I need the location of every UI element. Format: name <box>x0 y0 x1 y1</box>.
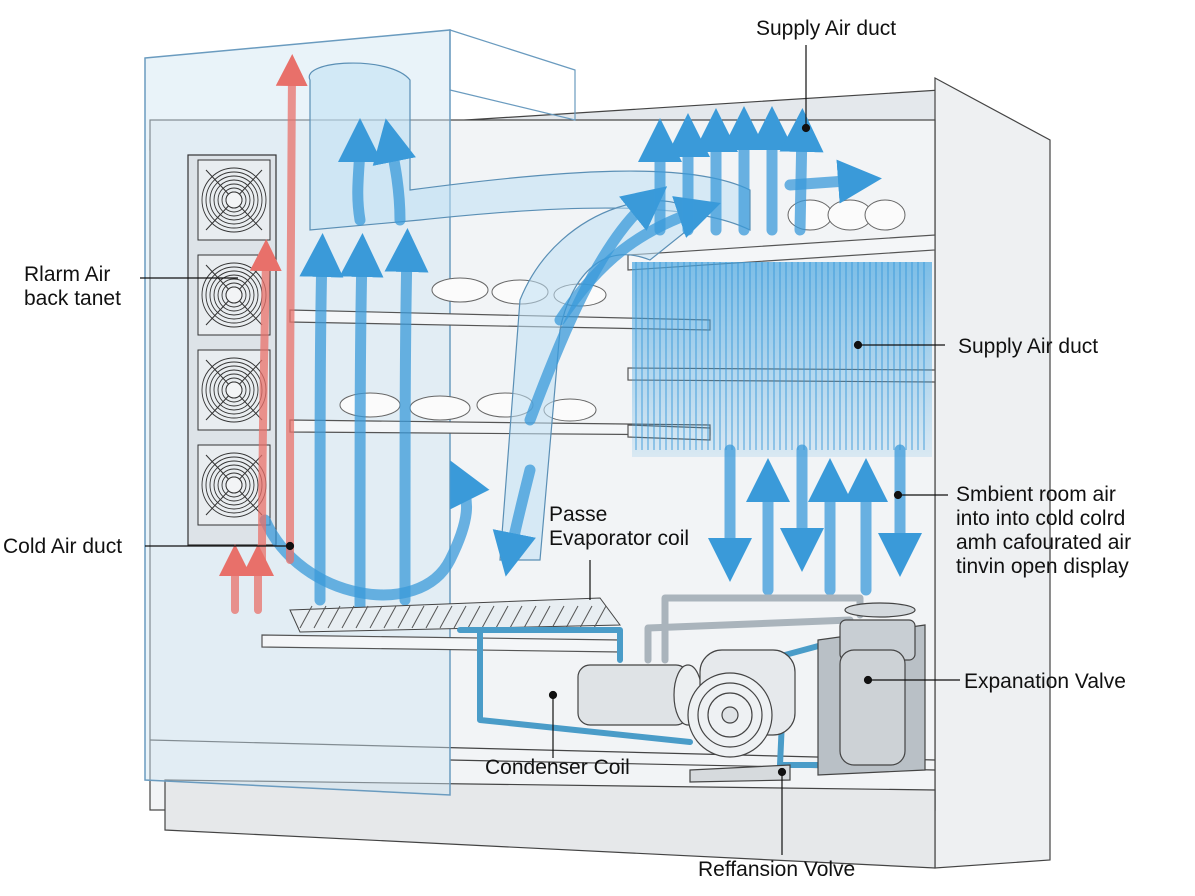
fan-icon <box>197 444 271 526</box>
cold-air-arrow <box>492 464 536 577</box>
evaporator-fin <box>383 605 397 629</box>
evaporator-fin <box>509 605 523 629</box>
evaporator-fin <box>551 605 565 629</box>
cold-air-arrow <box>554 196 721 326</box>
fan-icon <box>197 159 271 241</box>
evaporator-fin <box>593 605 607 629</box>
label-supply-air-duct-right: Supply Air duct <box>958 335 1099 358</box>
label-warm-air-back-panel: Rlarm Air back tanet <box>24 263 121 310</box>
evaporator-fin <box>341 605 355 629</box>
label-evaporator-coil: Passe Evaporator coil <box>549 503 690 550</box>
cabinet-base <box>164 779 936 869</box>
evaporator-coil-fins <box>632 262 932 457</box>
cold-air-arrow <box>339 233 384 616</box>
warm-air-flow <box>219 54 308 614</box>
evaporator-fin <box>299 605 313 629</box>
evaporator-fin <box>467 605 481 629</box>
label-refrigerant-valve: Reffansion Volve <box>698 858 856 881</box>
cabinet-right-side <box>934 76 1051 869</box>
evaporator-fin <box>411 605 425 629</box>
evaporator-fin <box>425 605 439 629</box>
evaporator-fin <box>481 605 495 629</box>
cold-air-arrow <box>372 118 416 226</box>
evaporator-fin <box>439 605 453 629</box>
condenser-coil-unit <box>577 664 703 726</box>
label-cold-air-duct: Cold Air duct <box>3 535 123 558</box>
leader-lines <box>140 45 960 855</box>
fan-icon <box>197 254 271 336</box>
evaporator-fin <box>355 605 369 629</box>
cold-air-arrow <box>259 460 490 601</box>
evaporator-fin <box>313 605 327 629</box>
warm-air-arrow <box>275 54 308 564</box>
label-supply-air-duct-top: Supply Air duct <box>756 17 897 40</box>
evaporator-coil <box>289 597 621 633</box>
warm-air-arrow <box>249 239 282 564</box>
evaporator-fin <box>523 605 537 629</box>
cold-air-flow <box>259 106 922 616</box>
label-ambient-room-air: Smbient room air into into cold colrd am… <box>956 483 1132 578</box>
label-expansion-valve: Expanation Valve <box>964 670 1126 693</box>
cold-air-arrow <box>337 118 382 226</box>
shelf-top-right <box>627 234 936 271</box>
coil-fin-block <box>632 262 932 457</box>
receiver-tank <box>817 602 926 776</box>
evaporator-fin <box>453 605 467 629</box>
cold-air-arrow <box>384 228 429 606</box>
cold-air-arrow <box>784 159 882 204</box>
cold-air-arrow <box>299 233 344 606</box>
evaporator-fin <box>369 605 383 629</box>
label-condenser-coil: Condenser Coil <box>485 756 630 779</box>
evaporator-fin <box>495 605 509 629</box>
evaporator-fin <box>327 605 341 629</box>
fan-icon <box>197 349 271 431</box>
evaporator-fin <box>397 605 411 629</box>
evaporator-fin <box>537 605 551 629</box>
evaporator-fin <box>565 605 579 629</box>
evaporator-fin <box>579 605 593 629</box>
compressor-unit <box>687 649 796 783</box>
